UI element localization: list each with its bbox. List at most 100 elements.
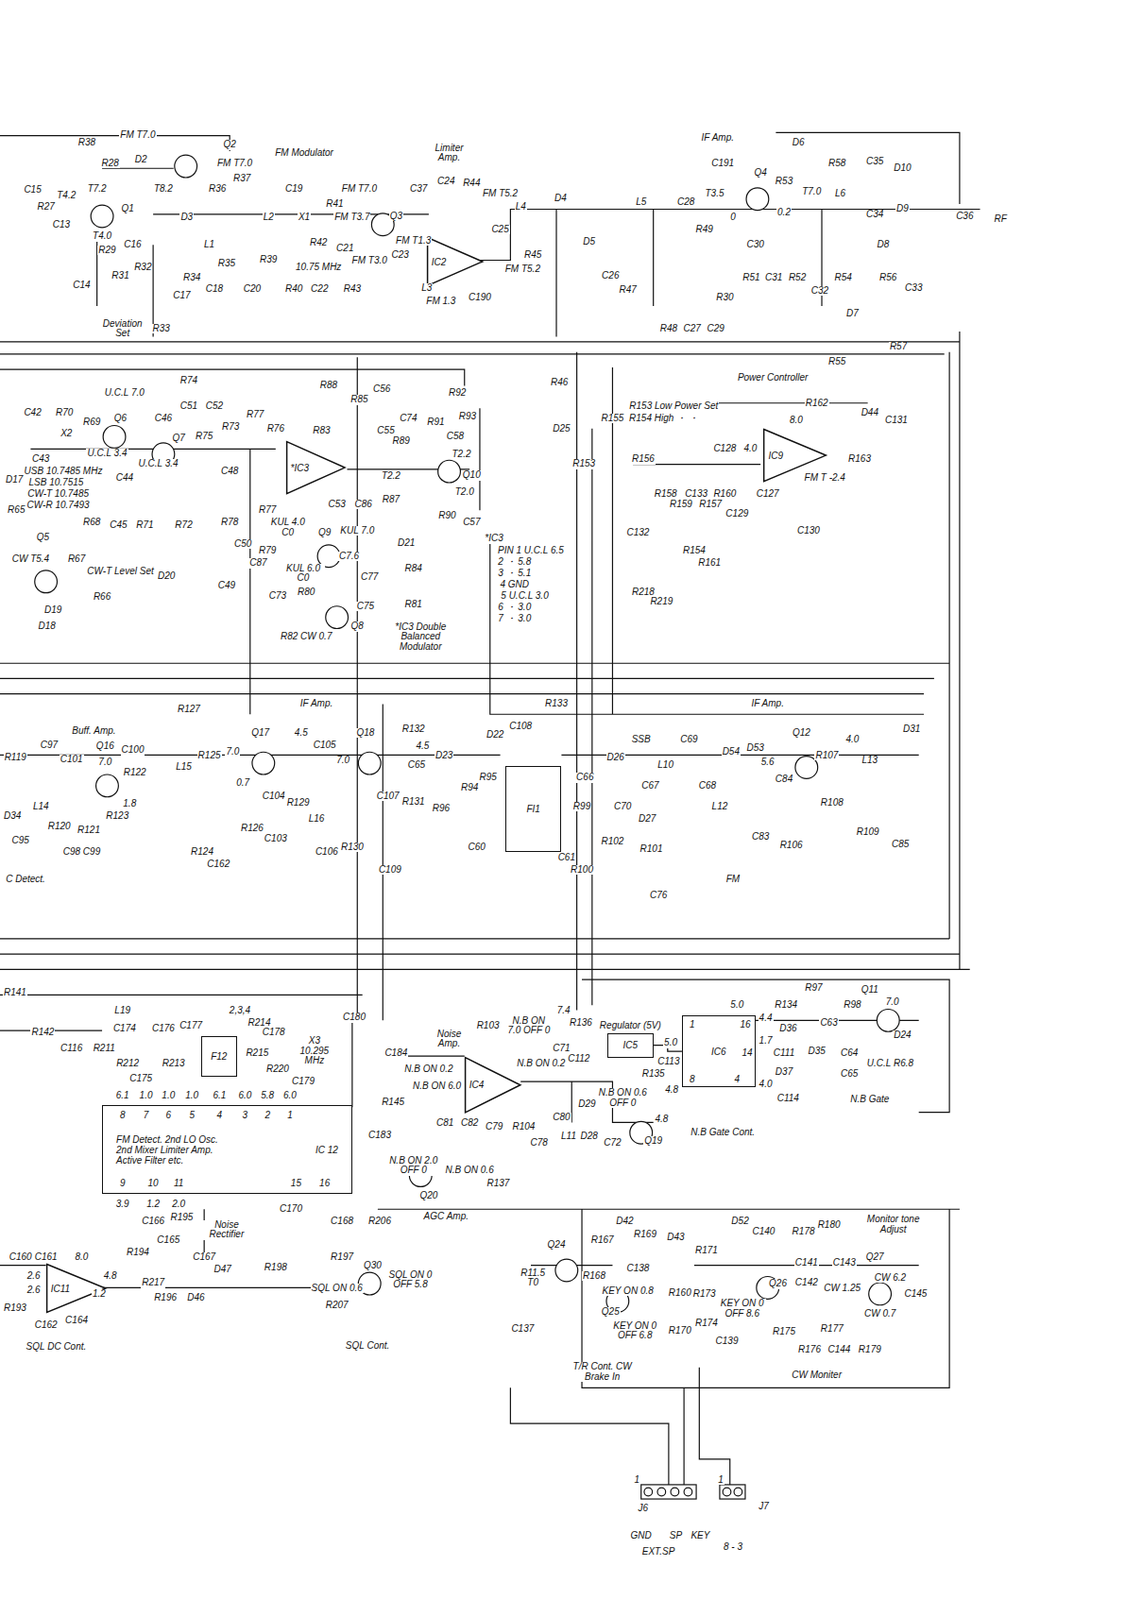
part-label: D29 xyxy=(577,1099,597,1110)
part-label: R217 xyxy=(140,1278,166,1289)
part-label: R40 xyxy=(284,284,304,295)
part-label: J6 xyxy=(637,1503,650,1515)
part-label: FM T7.0 xyxy=(119,130,156,141)
part-label: C184 xyxy=(383,1048,409,1059)
part-label: C130 xyxy=(796,526,821,537)
part-label: L5 xyxy=(634,197,648,208)
part-label: C72 xyxy=(602,1138,622,1149)
part-label: R120 xyxy=(47,821,72,833)
part-label: Q27 xyxy=(865,1252,886,1263)
part-label: 6.0 xyxy=(237,1090,253,1102)
part-label: 6 xyxy=(165,1110,173,1122)
transistor-symbol xyxy=(869,1282,892,1306)
part-label: Buff. Amp. xyxy=(70,726,117,737)
part-label: R74 xyxy=(179,375,199,387)
part-label: 4.0 xyxy=(844,734,860,746)
part-label: IF Amp. xyxy=(299,698,334,710)
part-label: *IC3 Double Balanced Modulator xyxy=(389,622,453,653)
ic-box: FM Detect. 2nd LO Osc. 2nd Mixer Limiter… xyxy=(102,1105,353,1194)
part-label: C31 xyxy=(764,272,784,284)
connector-pin xyxy=(670,1487,680,1497)
part-label: Q18 xyxy=(355,728,375,739)
part-label: R126 xyxy=(239,823,265,835)
part-label: 8.0 xyxy=(74,1252,90,1263)
part-label: L15 xyxy=(174,762,193,773)
part-label: 7.0 xyxy=(224,747,240,758)
part-label: R171 xyxy=(694,1245,719,1257)
part-label: 8.0 xyxy=(788,415,804,427)
part-label: R96 xyxy=(431,803,451,815)
part-label: FM T3.0 xyxy=(351,255,389,267)
part-label: CW T5.4 xyxy=(11,554,51,565)
part-label: C23 xyxy=(390,250,410,261)
part-label: C25 xyxy=(490,224,510,236)
part-label: C53 xyxy=(326,499,346,511)
part-label: R97 xyxy=(803,983,823,994)
part-label: R168 xyxy=(581,1271,607,1282)
part-label: 8 - 3 xyxy=(722,1542,744,1553)
part-label: C73 xyxy=(268,591,288,602)
part-label: L10 xyxy=(656,760,675,771)
part-label: 4.0 xyxy=(742,443,758,455)
part-label: R162 xyxy=(804,398,830,410)
part-label: C109 xyxy=(377,865,403,876)
part-label: C81 xyxy=(435,1118,455,1129)
part-label: 1.2 xyxy=(91,1289,107,1300)
part-label: D44 xyxy=(860,408,880,419)
part-label: R33 xyxy=(152,323,171,335)
part-label: 11 xyxy=(172,1178,185,1190)
part-label: C46 xyxy=(153,413,173,425)
part-label: T7.2 xyxy=(86,184,108,195)
part-label: C74 xyxy=(398,413,418,425)
part-label: LSB 10.7515 xyxy=(28,477,86,489)
part-label: L16 xyxy=(307,814,326,825)
part-label: 2.0 xyxy=(170,1199,187,1211)
part-label: N.B ON 0.2 xyxy=(515,1058,566,1070)
part-label: C175 xyxy=(128,1073,154,1085)
part-label: C76 xyxy=(648,890,668,902)
amplifier-triangle: IC2 xyxy=(426,237,483,287)
transistor-symbol xyxy=(438,460,461,483)
part-label: R90 xyxy=(437,511,457,522)
part-label: C85 xyxy=(890,839,910,851)
part-label: 6.1 xyxy=(115,1090,131,1102)
part-label: R132 xyxy=(401,724,427,735)
part-label: D54 xyxy=(721,747,741,758)
part-label: R107 xyxy=(814,750,839,762)
part-label: C138 xyxy=(626,1263,651,1275)
part-label: D8 xyxy=(875,239,890,251)
part-label: C127 xyxy=(755,489,781,500)
part-label: 4.4 xyxy=(758,1013,774,1024)
part-label: C57 xyxy=(461,517,481,529)
part-label: R52 xyxy=(787,272,807,284)
part-label: C128 xyxy=(712,443,737,455)
part-label: IF Amp. xyxy=(700,133,735,144)
part-label: 4.0 xyxy=(758,1079,774,1091)
part-label: C170 xyxy=(278,1204,304,1215)
part-label: R170 xyxy=(667,1326,693,1337)
part-label: 6 ・ 3.0 xyxy=(496,602,532,614)
part-label: R212 xyxy=(115,1058,140,1070)
part-label: D23 xyxy=(434,750,454,762)
part-label: C79 xyxy=(484,1122,504,1133)
connector-pin xyxy=(644,1487,653,1497)
part-label: N.B ON 2.0 OFF 0 xyxy=(387,1156,441,1177)
part-label: R92 xyxy=(447,388,467,399)
part-label: R122 xyxy=(122,767,148,779)
part-label: IF Amp. xyxy=(750,698,785,710)
part-label: C36 xyxy=(954,211,974,222)
part-label: 1.0 xyxy=(184,1090,200,1102)
part-label: 2.6 xyxy=(26,1271,42,1282)
part-label: X3 10.295 MHz xyxy=(292,1036,336,1067)
part-label: C75 xyxy=(356,601,375,613)
part-label: C7.6 xyxy=(338,551,360,563)
part-label: N.B ON 7.0 OFF 0 xyxy=(505,1016,554,1037)
node-text: IC4 xyxy=(469,1079,485,1091)
part-label: C105 xyxy=(312,740,338,751)
part-label: Q9 xyxy=(317,528,332,539)
part-label: R196 xyxy=(153,1293,178,1304)
part-label: C35 xyxy=(865,156,885,168)
part-label: 10 xyxy=(147,1178,160,1190)
part-label: 2.6 xyxy=(26,1285,42,1296)
part-label: L11 xyxy=(560,1131,578,1143)
